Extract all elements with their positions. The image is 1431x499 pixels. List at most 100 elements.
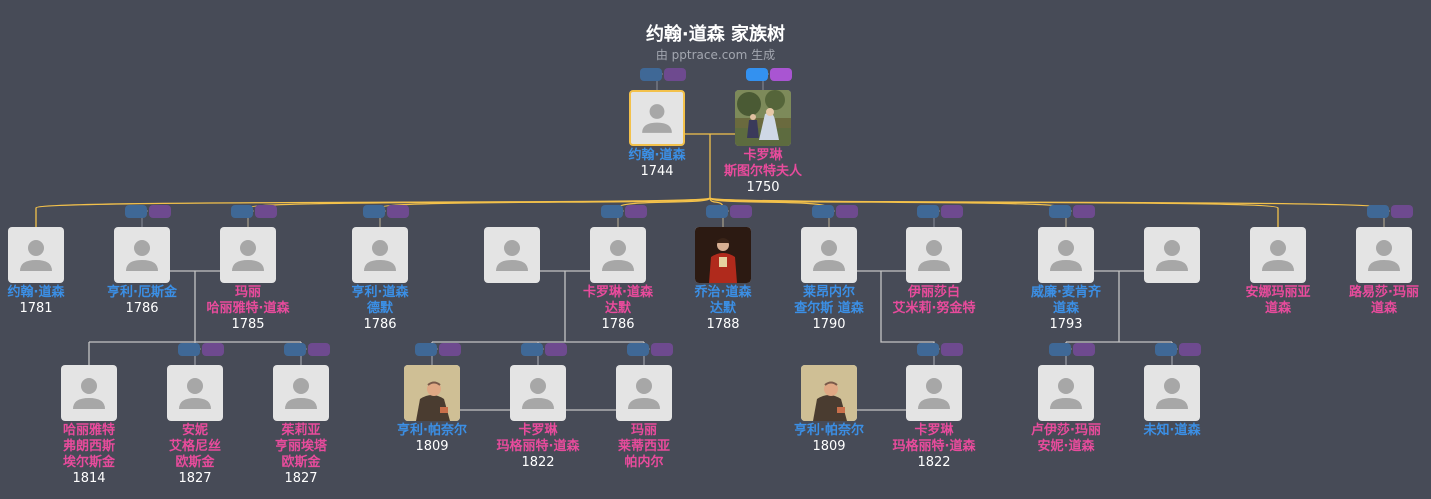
expand-father-button[interactable] [125, 205, 147, 218]
person-name[interactable]: 玛丽莱蒂西亚帕内尔 [589, 423, 699, 471]
person-name[interactable]: 约翰·道森 [602, 148, 712, 164]
expand-father-button[interactable] [178, 343, 200, 356]
person-card-william[interactable] [1038, 227, 1094, 283]
person-name[interactable]: 亨利·道森德默 [325, 285, 435, 317]
person-card-mary-p[interactable] [616, 365, 672, 421]
expand-mother-button[interactable] [770, 68, 792, 81]
expand-father-button[interactable] [746, 68, 768, 81]
person-card-lionel[interactable] [801, 227, 857, 283]
person-name[interactable]: 卡罗琳·道森达默 [563, 285, 673, 317]
person-name[interactable]: 安娜玛丽亚道森 [1223, 285, 1333, 317]
person-name-line1: 约翰·道森 [7, 285, 65, 300]
expand-father-button[interactable] [1049, 205, 1071, 218]
expand-father-button[interactable] [415, 343, 437, 356]
expand-mother-button[interactable] [545, 343, 567, 356]
person-card-henry-p1[interactable] [404, 365, 460, 421]
person-card-harriet[interactable] [61, 365, 117, 421]
expand-mother-button[interactable] [149, 205, 171, 218]
expand-mother-button[interactable] [1073, 205, 1095, 218]
expand-father-button[interactable] [812, 205, 834, 218]
birth-year: 1809 [415, 439, 449, 454]
person-card-john2[interactable] [8, 227, 64, 283]
expand-mother-button[interactable] [308, 343, 330, 356]
expand-mother-button[interactable] [1391, 205, 1413, 218]
person-card-anna[interactable] [1250, 227, 1306, 283]
expand-father-button[interactable] [640, 68, 662, 81]
expand-father-button[interactable] [627, 343, 649, 356]
person-name[interactable]: 亨利·帕奈尔 [774, 423, 884, 439]
person-name[interactable]: 路易莎·玛丽道森 [1329, 285, 1431, 317]
person-card-caroline[interactable] [735, 90, 791, 146]
person-name-line1: 玛丽 [630, 423, 657, 438]
expand-father-button[interactable] [363, 205, 385, 218]
person-card-john[interactable] [629, 90, 685, 146]
expand-mother-button[interactable] [1073, 343, 1095, 356]
person-name[interactable]: 亨利·厄斯金 [87, 285, 197, 301]
expand-mother-button[interactable] [387, 205, 409, 218]
person-name[interactable]: 茱莉亚亨丽埃塔欧斯金 [246, 423, 356, 471]
person-card-caroline-m2[interactable] [906, 365, 962, 421]
expand-mother-button[interactable] [1179, 343, 1201, 356]
person-placeholder-icon [1368, 240, 1400, 271]
expand-father-button[interactable] [917, 343, 939, 356]
person-name-line1: 亨利·帕奈尔 [794, 423, 864, 438]
person-name[interactable]: 卡罗琳玛格丽特·道森 [879, 423, 989, 455]
expand-father-button[interactable] [521, 343, 543, 356]
person-name[interactable]: 威廉·麦肯齐道森 [1011, 285, 1121, 317]
person-card-caroline-m1[interactable] [510, 365, 566, 421]
expand-mother-button[interactable] [836, 205, 858, 218]
person-name[interactable]: 伊丽莎白艾米莉·努金特 [879, 285, 989, 317]
expand-father-button[interactable] [1155, 343, 1177, 356]
person-name-line1: 亨利·道森 [351, 285, 409, 300]
expand-mother-button[interactable] [941, 343, 963, 356]
person-card-george[interactable] [695, 227, 751, 283]
expand-mother-button[interactable] [664, 68, 686, 81]
expand-father-button[interactable] [231, 205, 253, 218]
birth-year: 1744 [640, 164, 674, 179]
person-card-unknown-d[interactable] [1144, 365, 1200, 421]
person-name-line2: 达默 [604, 301, 631, 316]
person-name[interactable]: 卡罗琳斯图尔特夫人 [708, 148, 818, 180]
person-name[interactable]: 玛丽哈丽雅特·道森 [193, 285, 303, 317]
expand-father-button[interactable] [601, 205, 623, 218]
person-card-louisa-m[interactable] [1038, 365, 1094, 421]
person-card-mary[interactable] [220, 227, 276, 283]
expand-father-button[interactable] [1049, 343, 1071, 356]
expand-mother-button[interactable] [202, 343, 224, 356]
person-name-line1: 玛丽 [234, 285, 261, 300]
person-name[interactable]: 未知·道森 [1117, 423, 1227, 439]
person-placeholder-icon [20, 240, 52, 271]
expand-mother-button[interactable] [255, 205, 277, 218]
person-card-annie[interactable] [167, 365, 223, 421]
expand-father-button[interactable] [917, 205, 939, 218]
person-card-william-sp[interactable] [1144, 227, 1200, 283]
person-card-louisa[interactable] [1356, 227, 1412, 283]
expand-mother-button[interactable] [625, 205, 647, 218]
expand-mother-button[interactable] [439, 343, 461, 356]
person-name[interactable]: 卢伊莎·玛丽安妮·道森 [1011, 423, 1121, 455]
person-name[interactable]: 乔治·道森达默 [668, 285, 778, 317]
expand-father-button[interactable] [284, 343, 306, 356]
expand-mother-button[interactable] [730, 205, 752, 218]
person-name[interactable]: 哈丽雅特弗朗西斯埃尔斯金 [34, 423, 144, 471]
person-card-julia[interactable] [273, 365, 329, 421]
person-name[interactable]: 约翰·道森 [0, 285, 91, 301]
person-card-caroline-d[interactable] [590, 227, 646, 283]
person-name[interactable]: 莱昂内尔查尔斯 道森 [774, 285, 884, 317]
expand-father-button[interactable] [1367, 205, 1389, 218]
person-name-line2: 玛格丽特·道森 [892, 439, 976, 454]
person-card-unknown-sp[interactable] [484, 227, 540, 283]
person-name[interactable]: 安妮艾格尼丝欧斯金 [140, 423, 250, 471]
expand-mother-button[interactable] [941, 205, 963, 218]
person-name[interactable]: 卡罗琳玛格丽特·道森 [483, 423, 593, 455]
person-card-henry-e[interactable] [114, 227, 170, 283]
person-name[interactable]: 亨利·帕奈尔 [377, 423, 487, 439]
expand-mother-button[interactable] [651, 343, 673, 356]
person-card-elizabeth[interactable] [906, 227, 962, 283]
person-name-line1: 亨利·厄斯金 [107, 285, 177, 300]
expand-father-button[interactable] [706, 205, 728, 218]
person-card-henry-p2[interactable] [801, 365, 857, 421]
person-name-line2: 斯图尔特夫人 [723, 164, 802, 179]
person-card-henry-d[interactable] [352, 227, 408, 283]
person-name-line2: 道森 [1052, 301, 1079, 316]
